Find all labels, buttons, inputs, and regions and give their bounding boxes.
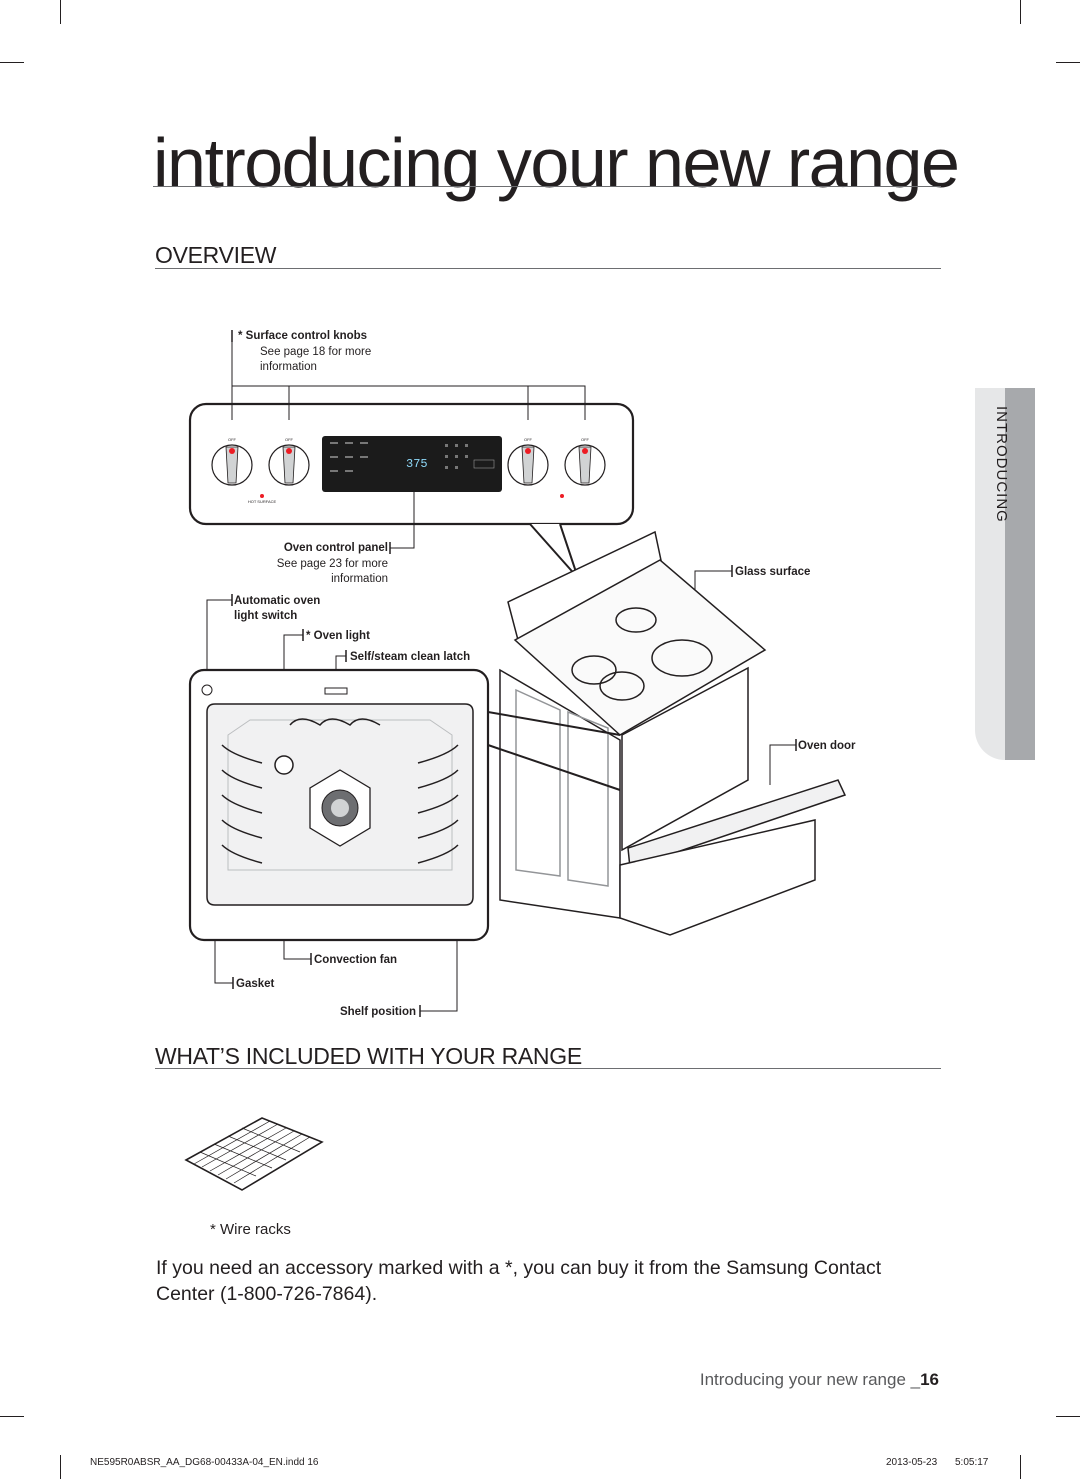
svg-text:OFF: OFF bbox=[228, 437, 237, 442]
svg-text:OFF: OFF bbox=[524, 437, 533, 442]
svg-text:Self/steam clean latch: Self/steam clean latch bbox=[350, 651, 470, 663]
surface-knobs: OFF OFF OFF OFF HOT SURFACE bbox=[211, 437, 606, 504]
accessory-notice: If you need an accessory marked with a *… bbox=[156, 1257, 882, 1306]
svg-text:information: information bbox=[260, 361, 317, 373]
crop-mark-bottom-left-h bbox=[0, 1416, 24, 1417]
page-footer: Introducing your new range _16 bbox=[699, 1370, 939, 1389]
slug-file: NE595R0ABSR_AA_DG68-00433A-04_EN.indd 16 bbox=[90, 1457, 319, 1468]
included-rule bbox=[155, 1068, 941, 1069]
svg-text:information: information bbox=[331, 573, 388, 585]
svg-text:* Surface control knobs: * Surface control knobs bbox=[238, 330, 367, 342]
crop-mark-top-left-h bbox=[0, 62, 24, 63]
svg-text:Oven door: Oven door bbox=[798, 740, 856, 752]
chapter-tab-label: INTRODUCING bbox=[993, 406, 1010, 523]
oven-interior bbox=[188, 668, 490, 942]
included-heading: WHAT’S INCLUDED WITH YOUR RANGE bbox=[155, 1043, 582, 1069]
range-body bbox=[499, 530, 847, 936]
page-title: introducing your new range bbox=[153, 124, 960, 202]
svg-text:See page 23 for more: See page 23 for more bbox=[277, 558, 388, 570]
svg-text:* Oven light: * Oven light bbox=[306, 630, 370, 642]
crop-mark-top-left bbox=[60, 0, 61, 24]
crop-mark-bottom-left bbox=[60, 1455, 61, 1479]
svg-text:375: 375 bbox=[406, 457, 428, 471]
range-overview-illustration: OFF OFF OFF OFF HOT SURFACE 375 bbox=[188, 330, 856, 1018]
crop-mark-top-right bbox=[1020, 0, 1021, 24]
svg-text:Shelf position: Shelf position bbox=[340, 1006, 416, 1018]
oven-control-display: 375 bbox=[322, 436, 502, 492]
crop-mark-bottom-right-h bbox=[1056, 1416, 1080, 1417]
overview-heading: OVERVIEW bbox=[155, 242, 277, 268]
crop-mark-top-right-h bbox=[1056, 62, 1080, 63]
svg-text:Glass surface: Glass surface bbox=[735, 566, 810, 578]
svg-text:See page 18 for more: See page 18 for more bbox=[260, 346, 371, 358]
svg-text:OFF: OFF bbox=[581, 437, 590, 442]
svg-text:Oven control panel: Oven control panel bbox=[284, 542, 388, 554]
svg-text:Automatic oven: Automatic oven bbox=[234, 595, 320, 607]
crop-mark-bottom-right bbox=[1020, 1455, 1021, 1479]
svg-text:Gasket: Gasket bbox=[236, 978, 275, 990]
overview-rule bbox=[155, 268, 941, 269]
wire-racks-caption: * Wire racks bbox=[210, 1221, 291, 1238]
title-rule bbox=[153, 186, 941, 187]
wire-rack-illustration bbox=[184, 1117, 324, 1191]
slug-time: 5:05:17 bbox=[955, 1457, 989, 1468]
svg-text:light switch: light switch bbox=[234, 610, 297, 622]
svg-text:Convection fan: Convection fan bbox=[314, 954, 397, 966]
svg-text:HOT SURFACE: HOT SURFACE bbox=[248, 499, 277, 504]
slug-date: 2013-05-23 bbox=[886, 1457, 938, 1468]
svg-text:OFF: OFF bbox=[285, 437, 294, 442]
chapter-tab bbox=[975, 388, 1035, 760]
